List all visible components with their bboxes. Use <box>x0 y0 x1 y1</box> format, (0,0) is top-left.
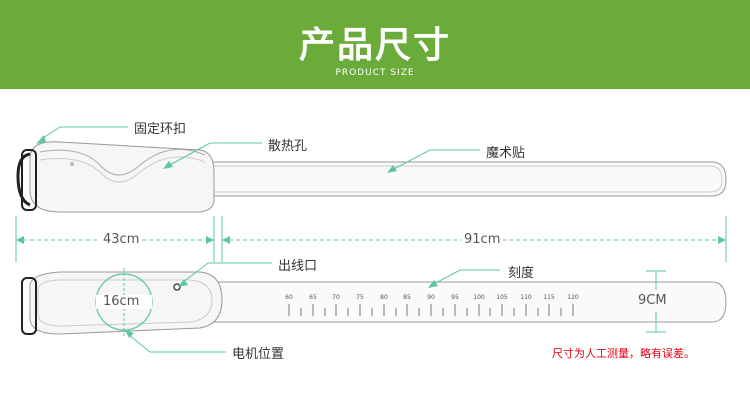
tick-label: 75 <box>356 294 364 301</box>
main-pad <box>29 141 215 213</box>
dimension-main-length: 43cm <box>100 232 143 247</box>
tick-label: 110 <box>520 294 532 301</box>
dimension-motor-diameter: 16cm <box>103 294 140 309</box>
tick-label: 95 <box>451 294 459 301</box>
label-fixing-buckle: 固定环扣 <box>134 122 187 137</box>
tick-label: 90 <box>427 294 435 301</box>
label-vent-holes: 散热孔 <box>268 139 308 154</box>
label-scale: 刻度 <box>508 266 535 281</box>
tick-label: 115 <box>543 294 555 301</box>
tick-label: 100 <box>473 294 485 301</box>
tick-label: 85 <box>403 294 411 301</box>
tick-label: 65 <box>309 294 317 301</box>
label-cable-outlet: 出线口 <box>278 259 318 274</box>
scale-ticks <box>288 304 574 316</box>
measurement-note: 尺寸为人工测量，略有误差。 <box>552 347 695 360</box>
velcro-strap <box>206 161 727 197</box>
tick-label: 60 <box>285 294 293 301</box>
label-velcro: 魔术贴 <box>486 146 526 161</box>
tick-label: 105 <box>496 294 508 301</box>
scale-strap <box>210 281 727 323</box>
cable-outlet <box>173 283 181 291</box>
dimension-strap-width: 9CM <box>638 293 667 308</box>
header-banner: 产品尺寸 PRODUCT SIZE <box>0 0 750 89</box>
tick-label: 80 <box>380 294 388 301</box>
page-title: 产品尺寸 <box>298 25 451 66</box>
label-motor-position: 电机位置 <box>232 347 285 362</box>
page-subtitle: PRODUCT SIZE <box>335 68 415 78</box>
belt-top-view <box>16 141 727 213</box>
tick-label: 120 <box>567 294 579 301</box>
dimension-strap-length: 91cm <box>461 232 504 247</box>
scale-tick-labels: 60 65 70 75 80 85 90 95 100 105 110 115 … <box>285 294 579 301</box>
fixing-buckle-shape <box>16 152 31 207</box>
tick-label: 70 <box>332 294 340 301</box>
vent-hole <box>69 161 75 167</box>
